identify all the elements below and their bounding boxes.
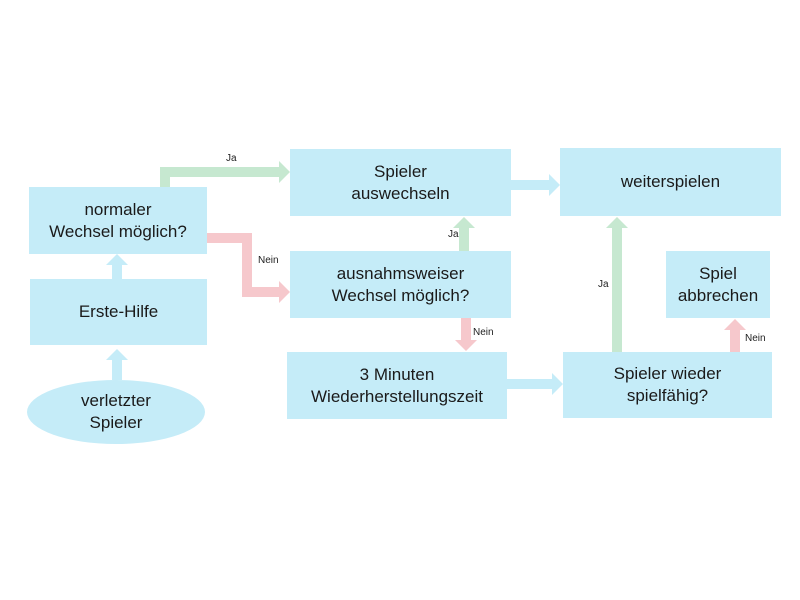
node-label: verletzter Spieler (81, 391, 151, 432)
node-ausnahmsweiser-wechsel: ausnahmsweiser Wechsel möglich? (290, 251, 511, 318)
arrow-ja-to-weiterspielen (606, 217, 628, 352)
node-label: weiterspielen (620, 172, 721, 191)
arrow-verletzt-to-erstehilfe (106, 349, 128, 380)
label-ja-weiterspielen: Ja (598, 279, 609, 290)
node-spiel-abbrechen: Spiel abbrechen (666, 251, 770, 318)
arrow-nein-to-ausnahme (207, 233, 290, 303)
node-label: Erste-Hilfe (78, 302, 159, 321)
node-wiederherstellungszeit: 3 Minuten Wiederherstellungszeit (287, 352, 507, 419)
node-label: Spieler auswechseln (351, 161, 450, 203)
node-verletzter-spieler: verletzter Spieler (27, 380, 205, 444)
label-nein-abbrechen: Nein (745, 333, 766, 344)
node-normaler-wechsel: normaler Wechsel möglich? (29, 187, 207, 254)
node-weiterspielen: weiterspielen (560, 148, 781, 216)
node-erste-hilfe: Erste-Hilfe (30, 279, 207, 345)
label-nein-ausnahme: Nein (258, 255, 279, 266)
arrow-erstehilfe-to-normaler (106, 254, 128, 279)
label-ja-auswechseln: Ja (226, 153, 237, 164)
node-spieler-auswechseln: Spieler auswechseln (290, 149, 511, 216)
arrow-wiederherstellung-to-spielfaehig (507, 373, 563, 395)
arrow-auswechseln-to-weiterspielen (511, 174, 560, 196)
arrow-nein-to-abbrechen (724, 319, 746, 352)
arrow-nein-to-wiederherstellung (455, 318, 477, 351)
node-label: Spieler wieder spielfähig? (613, 364, 722, 405)
label-nein-wiederherstellung: Nein (473, 327, 494, 338)
node-label: normaler Wechsel möglich? (49, 199, 187, 241)
node-spieler-wieder-spielfaehig: Spieler wieder spielfähig? (563, 352, 772, 418)
arrow-ja-to-auswechseln-up (453, 217, 475, 251)
node-label: Spiel abbrechen (677, 263, 759, 305)
arrow-ja-to-auswechseln (160, 161, 290, 187)
node-label: 3 Minuten Wiederherstellungszeit (311, 364, 483, 406)
node-label: ausnahmsweiser Wechsel möglich? (331, 263, 470, 305)
label-ja-ausnahme: Ja (448, 229, 459, 240)
